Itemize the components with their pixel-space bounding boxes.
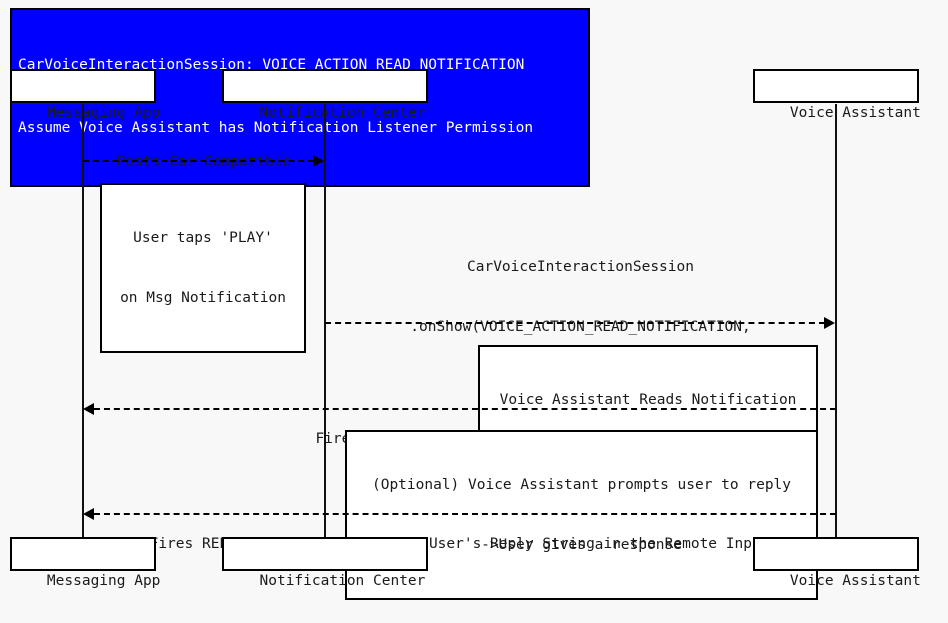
participant-bottom-messaging-app[interactable]: Messaging App xyxy=(10,537,160,589)
participant-label: Notification Center xyxy=(259,573,426,589)
message-label-line-2: .onShow(VOICE_ACTION_READ_NOTIFICATION, xyxy=(410,319,751,335)
title-line-2: Assume Voice Assistant has Notification … xyxy=(18,120,534,136)
lifeline-messaging-app xyxy=(82,104,84,538)
arrowhead-right-icon xyxy=(313,155,324,167)
note-line-1: (Optional) Voice Assistant prompts user … xyxy=(371,477,792,493)
message-arrow-reply-intent xyxy=(94,513,836,515)
message-arrow-mark-as-read xyxy=(94,408,836,410)
note-line-1: User taps 'PLAY' xyxy=(133,230,273,246)
arrowhead-left-icon xyxy=(83,403,94,415)
message-label-line-1: CarVoiceInteractionSession xyxy=(467,259,694,275)
arrowhead-left-icon xyxy=(83,508,94,520)
note-optional-reply-prompt: (Optional) Voice Assistant prompts user … xyxy=(345,430,818,600)
message-arrow-post-notification xyxy=(83,160,314,162)
participant-label: Messaging App xyxy=(46,105,161,121)
sequence-diagram-canvas: CarVoiceInteractionSession: VOICE_ACTION… xyxy=(10,8,921,600)
lifeline-notification-center xyxy=(324,104,326,538)
participant-top-messaging-app[interactable]: Messaging App xyxy=(10,69,160,121)
participant-top-voice-assistant[interactable]: Voice Assistant xyxy=(753,69,921,121)
participant-bottom-voice-assistant[interactable]: Voice Assistant xyxy=(753,537,921,589)
participant-label: Voice Assistant xyxy=(789,573,921,589)
message-arrow-on-show xyxy=(325,322,825,324)
participant-label: Voice Assistant xyxy=(789,105,921,121)
message-label-line-1: Posts Car Compatible xyxy=(116,154,292,170)
participant-label: Notification Center xyxy=(259,105,426,121)
note-line-2: ->User gives a response xyxy=(481,537,682,553)
participant-bottom-notification-center[interactable]: Notification Center xyxy=(222,537,428,589)
message-label-reply-intent: Fires REPLY Pending Intent with User's R… xyxy=(83,494,836,594)
lifeline-voice-assistant xyxy=(835,104,837,538)
message-label-line-1: Fires REPLY Pending Intent with User's R… xyxy=(149,536,770,552)
note-line-1: Voice Assistant Reads Notification xyxy=(499,392,797,408)
participant-label: Messaging App xyxy=(46,573,161,589)
note-line-2: on Msg Notification xyxy=(120,290,286,306)
participant-top-notification-center[interactable]: Notification Center xyxy=(222,69,428,121)
note-user-taps-play: User taps 'PLAY' on Msg Notification xyxy=(100,183,306,353)
arrowhead-right-icon xyxy=(824,317,835,329)
